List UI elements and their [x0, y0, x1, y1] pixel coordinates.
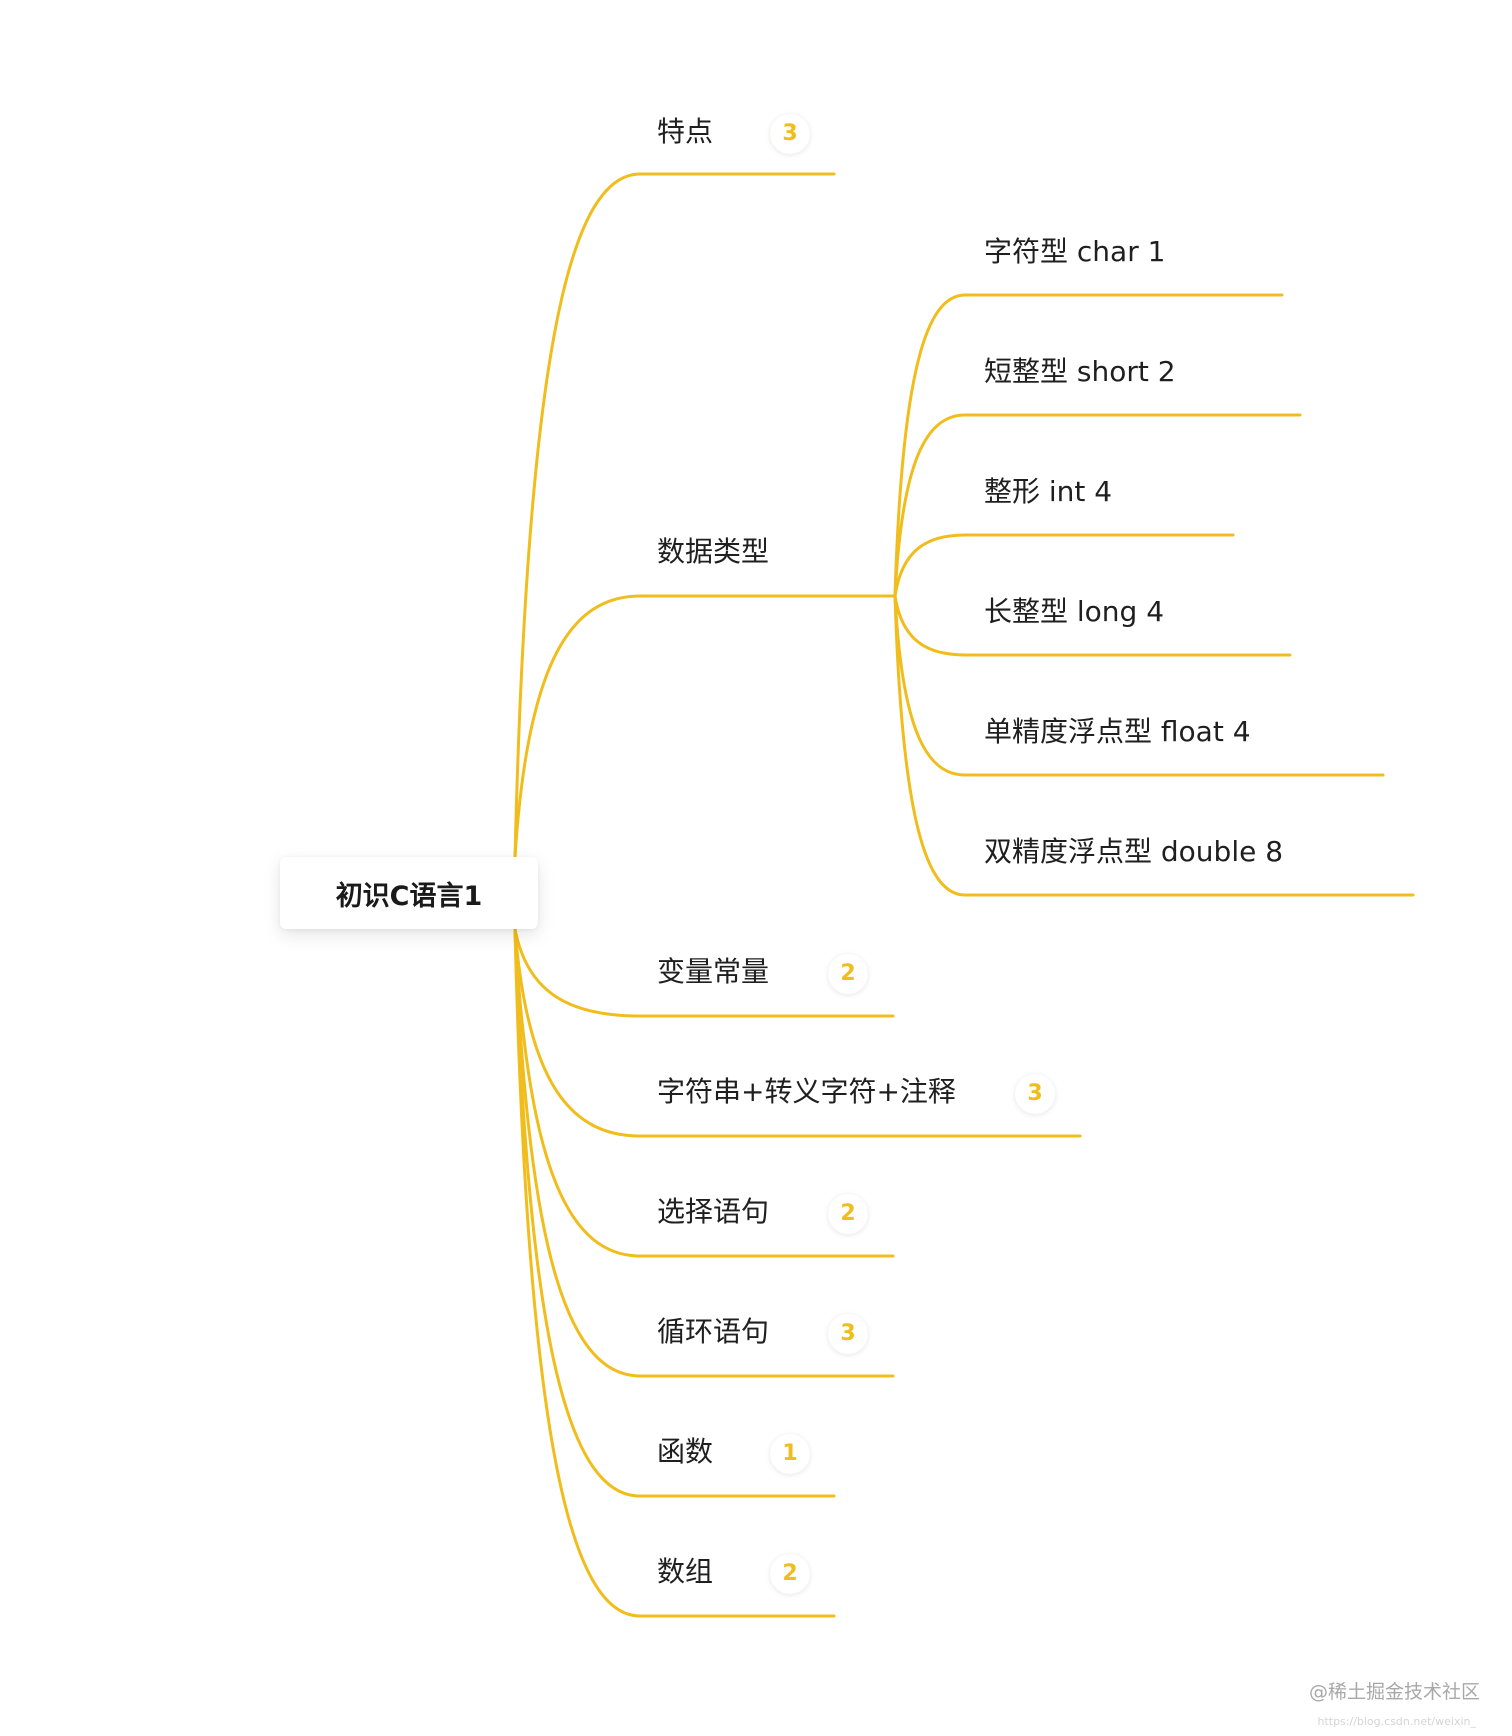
char-line: [893, 293, 1284, 598]
root-label: 初识C语言1: [335, 880, 483, 912]
loop-statements-line: [513, 927, 895, 1378]
branch-strings-escapes-comments[interactable]: 字符串+转义字符+注释: [657, 1075, 956, 1108]
branch-data-types[interactable]: 数据类型: [657, 535, 770, 568]
variables-constants-line: [513, 927, 895, 1018]
functions-line: [513, 927, 836, 1498]
branch-variables-constants[interactable]: 变量常量: [657, 955, 770, 988]
branch-selection-statements-count-badge[interactable]: 2: [828, 1194, 868, 1234]
short-line: [893, 413, 1302, 598]
branch-loop-statements-count-badge[interactable]: 3: [828, 1314, 868, 1354]
branch-arrays-count-badge[interactable]: 2: [770, 1554, 810, 1594]
branch-functions-count-badge[interactable]: 1: [770, 1434, 810, 1474]
data-type-long[interactable]: 长整型 long 4: [984, 595, 1165, 628]
branch-strings-escapes-comments-count-badge[interactable]: 3: [1015, 1074, 1055, 1114]
float-line: [893, 594, 1385, 777]
branch-features[interactable]: 特点: [657, 115, 714, 148]
data-types-line: [513, 594, 897, 859]
branch-arrays[interactable]: 数组: [657, 1555, 714, 1588]
branch-loop-statements[interactable]: 循环语句: [657, 1315, 770, 1348]
data-type-double[interactable]: 双精度浮点型 double 8: [984, 835, 1284, 868]
data-type-char[interactable]: 字符型 char 1: [984, 235, 1166, 268]
branch-variables-constants-count-badge[interactable]: 2: [828, 954, 868, 994]
strings-escapes-line: [513, 927, 1082, 1138]
root-node[interactable]: 初识C语言1: [280, 857, 538, 929]
branch-functions[interactable]: 函数: [657, 1435, 714, 1468]
branch-selection-statements[interactable]: 选择语句: [657, 1195, 770, 1228]
selection-statements-line: [513, 927, 895, 1258]
branch-lines: [513, 172, 1415, 1618]
watermark-url: https://blog.csdn.net/weixin_: [1317, 1715, 1476, 1728]
long-line: [893, 594, 1292, 657]
data-type-short[interactable]: 短整型 short 2: [984, 355, 1176, 388]
int-line: [893, 533, 1235, 598]
double-line: [893, 594, 1415, 897]
data-type-int[interactable]: 整形 int 4: [984, 475, 1113, 508]
features-line: [513, 172, 836, 859]
arrays-line: [513, 927, 836, 1618]
data-type-float[interactable]: 单精度浮点型 float 4: [984, 715, 1251, 748]
branch-features-count-badge[interactable]: 3: [770, 114, 810, 154]
watermark: @稀土掘金技术社区: [1308, 1681, 1480, 1703]
